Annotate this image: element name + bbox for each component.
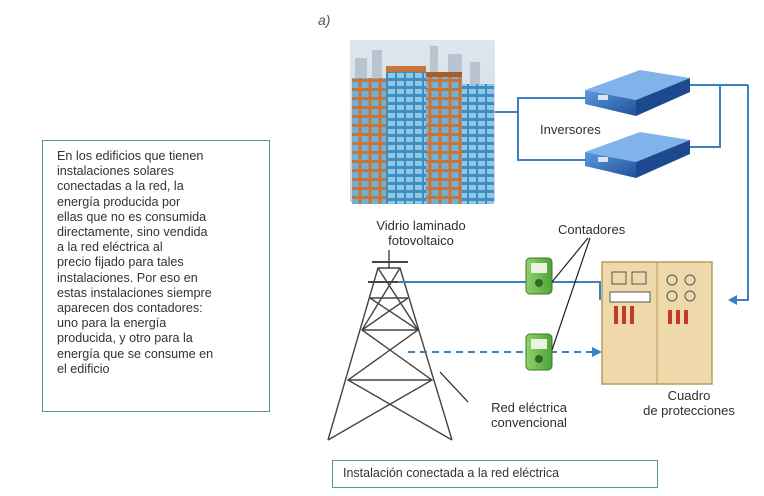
arrow-dashed bbox=[592, 347, 602, 357]
description-text: En los edificios que tienen instalacione… bbox=[57, 149, 214, 376]
panel-label: a) bbox=[318, 12, 331, 28]
transmission-tower bbox=[327, 250, 453, 441]
building-illustration bbox=[350, 40, 495, 204]
meter1-to-panel bbox=[548, 281, 601, 300]
meter-bottom bbox=[525, 333, 553, 371]
label-vidrio-line1: Vidrio laminado bbox=[376, 218, 466, 233]
inverter-top bbox=[585, 70, 690, 116]
caption-box: Instalación conectada a la red eléctrica bbox=[332, 460, 658, 488]
dc-wiring bbox=[495, 97, 588, 161]
label-inversores: Inversores bbox=[540, 122, 601, 137]
ac-wiring bbox=[690, 84, 749, 301]
label-red-line2: convencional bbox=[491, 415, 567, 430]
label-cuadro-line1: Cuadro bbox=[667, 388, 711, 403]
meter-top bbox=[525, 257, 553, 295]
label-vidrio: Vidrio laminado fotovoltaico bbox=[356, 218, 486, 248]
protection-panel bbox=[601, 261, 713, 385]
arrow-to-panel bbox=[728, 295, 737, 305]
label-contadores: Contadores bbox=[558, 222, 626, 237]
label-red: Red eléctrica convencional bbox=[474, 400, 584, 430]
label-cuadro-line2: de protecciones bbox=[643, 403, 735, 418]
description-box: En los edificios que tienen instalacione… bbox=[42, 140, 270, 412]
label-red-line1: Red eléctrica bbox=[491, 400, 567, 415]
label-vidrio-line2: fotovoltaico bbox=[388, 233, 454, 248]
label-cuadro: Cuadro de protecciones bbox=[624, 388, 754, 418]
inverter-bottom bbox=[585, 132, 690, 178]
